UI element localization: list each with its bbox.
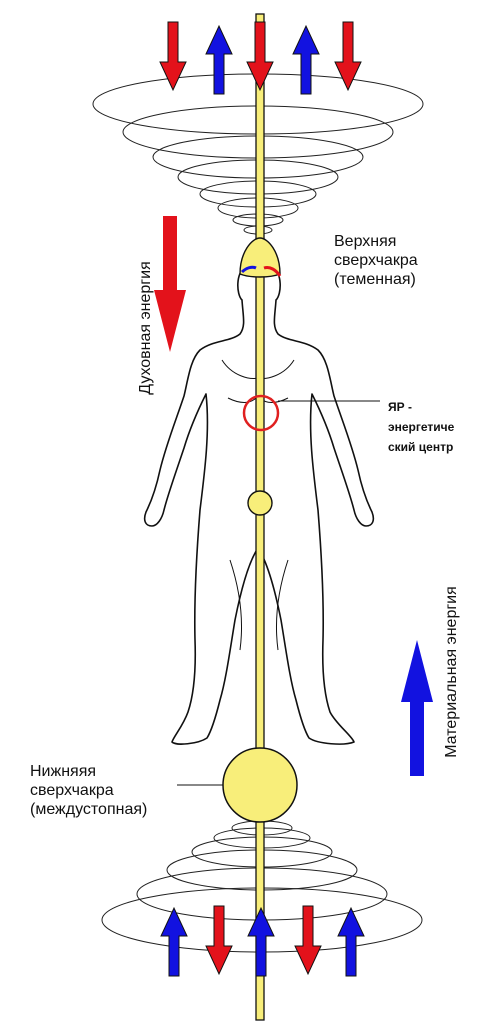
- upper-chakra-label-line: (теменная): [334, 271, 416, 288]
- lower-chakra-label-line: сверхчакра: [30, 782, 114, 799]
- top-arrows: [159, 21, 362, 95]
- upper-chakra-label-line: сверхчакра: [334, 252, 418, 269]
- up-arrow-blue-icon: [205, 24, 233, 95]
- up-arrow-blue-icon: [247, 906, 275, 977]
- ya-center-circle: [242, 394, 280, 432]
- ya-center-label-line: энергетиче: [388, 420, 455, 434]
- lower-chakra-label-line: (междустопная): [30, 801, 148, 818]
- down-arrow-red-icon: [205, 905, 233, 976]
- up-arrow-blue-icon: [160, 906, 188, 977]
- upper-chakra-label: Верхняя сверхчакра (теменная): [334, 232, 418, 289]
- spiritual-energy-label: Духовная энергия: [137, 261, 154, 395]
- lower-chakra-label: Нижняяя сверхчакра (междустопная): [30, 762, 147, 819]
- down-arrow-red-icon: [246, 21, 274, 92]
- ya-center-label-line: ский центр: [388, 440, 454, 454]
- down-arrow-red-icon: [294, 905, 322, 976]
- spiritual-energy-arrow-icon: [154, 216, 186, 352]
- upper-chakra-red-edge: [263, 266, 282, 277]
- material-energy-arrow-icon: [401, 640, 433, 776]
- up-arrow-blue-icon: [292, 24, 320, 95]
- upper-chakra-blue-edge: [240, 265, 257, 274]
- ya-center-label-line: ЯР -: [388, 400, 412, 414]
- down-arrow-red-icon: [159, 21, 187, 92]
- waist-chakra: [247, 490, 273, 516]
- lower-chakra-label-line: Нижняяя: [30, 763, 97, 780]
- central-energy-channel: [255, 13, 265, 1021]
- material-energy-label: Материальная энергия: [443, 586, 460, 758]
- upper-chakra-label-line: Верхняя: [334, 233, 397, 250]
- bottom-arrows: [160, 905, 365, 977]
- up-arrow-blue-icon: [337, 906, 365, 977]
- ya-center-label: ЯР - энергетиче ский центр: [388, 397, 454, 457]
- down-arrow-red-icon: [334, 21, 362, 92]
- lower-chakra-circle: [222, 747, 298, 823]
